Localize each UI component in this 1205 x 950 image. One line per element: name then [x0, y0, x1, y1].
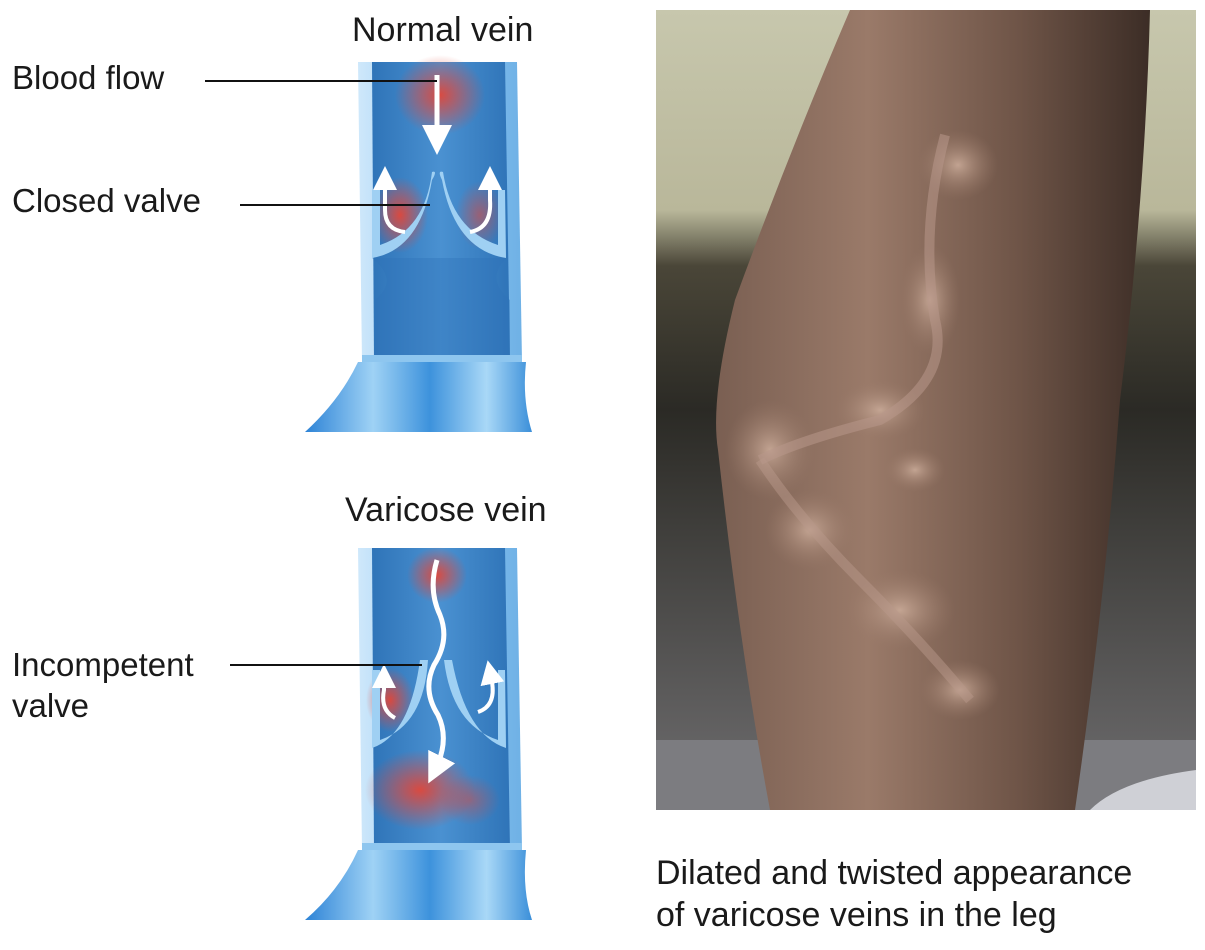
- closed-valve-label: Closed valve: [12, 182, 201, 219]
- normal-vein-title: Normal vein: [352, 11, 534, 49]
- blood-flow-leader-line: [205, 80, 437, 82]
- closed-valve-leader-line: [240, 204, 430, 206]
- caption-line-2: of varicose veins in the leg: [656, 896, 1057, 934]
- varicose-vein-illustration: [305, 547, 532, 920]
- photo-caption: Dilated and twisted appearance of varico…: [656, 852, 1201, 936]
- incompetent-valve-label-line1: Incompetent: [12, 646, 194, 683]
- varicose-vein-title: Varicose vein: [345, 491, 547, 529]
- incompetent-valve-label-line2: valve: [12, 687, 90, 724]
- incompetent-valve-leader-line: [230, 664, 422, 666]
- caption-line-1: Dilated and twisted appearance: [656, 854, 1133, 892]
- leg-photo: [656, 10, 1196, 810]
- blood-flow-label: Blood flow: [12, 59, 165, 96]
- normal-vein-illustration: [305, 55, 532, 432]
